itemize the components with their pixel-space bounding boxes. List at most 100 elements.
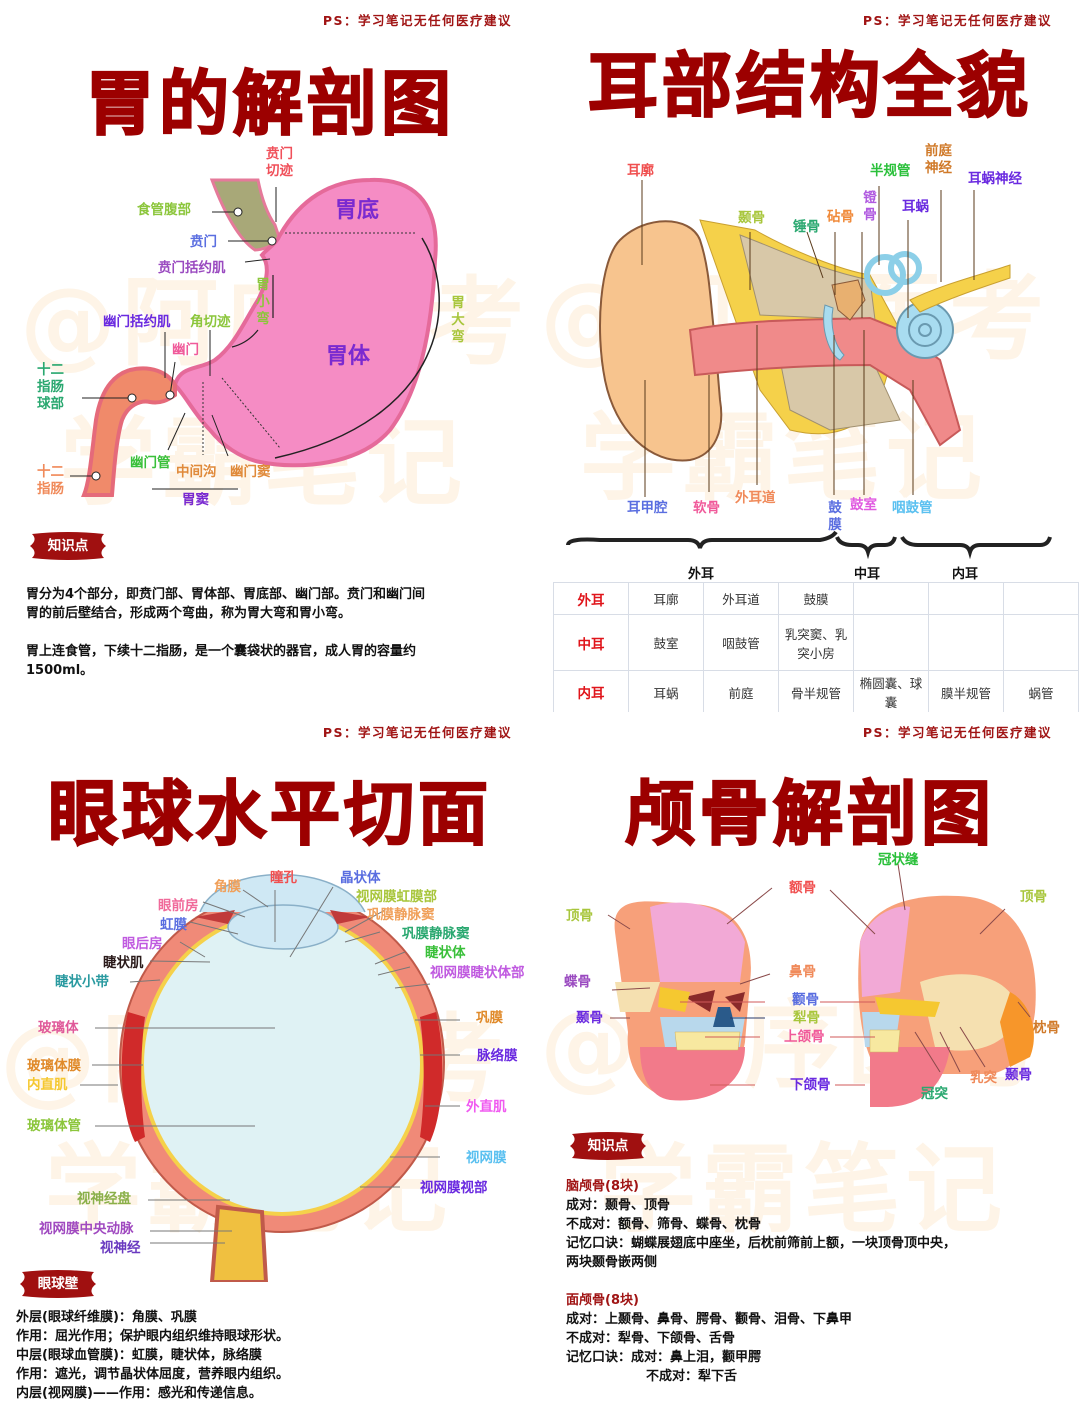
label-anterior-chamber: 眼前房	[158, 898, 199, 914]
table-row-head: 中耳	[553, 614, 629, 671]
label-intermediate-sulcus: 中间沟	[176, 464, 217, 480]
label-cardiac-notch: 贲门切迹	[266, 146, 293, 179]
label-zonule: 睫状小带	[55, 974, 109, 990]
table-row: 中耳 鼓室 咽鼓管 乳突窦、乳突小房	[553, 614, 1079, 671]
table-cell	[1003, 614, 1079, 671]
table-row: 内耳 耳蜗 前庭 骨半规管 椭圆囊、球囊 膜半规管 蜗管	[553, 670, 1079, 712]
eye-notes: 外层(眼球纤维膜)：角膜、巩膜 作用：屈光作用；保护眼内组织维持眼球形状。 中层…	[16, 1310, 290, 1401]
label-fundus: 胃底	[335, 198, 380, 223]
page-title: 眼球水平切面	[47, 772, 492, 856]
disclaimer: PS：学习笔记无任何医疗建议	[862, 13, 1052, 28]
label-occipital: 枕骨	[1033, 1020, 1060, 1036]
label-pupil: 瞳孔	[270, 870, 297, 886]
label-temporal-left: 颞骨	[576, 1010, 603, 1026]
stomach-diagram	[70, 177, 440, 497]
label-posterior-chamber: 眼后房	[122, 936, 163, 952]
label-choroid: 脉络膜	[477, 1048, 518, 1064]
label-concha: 耳甲腔	[627, 500, 668, 516]
table-cell	[928, 614, 1004, 671]
knowledge-badge: 知识点	[26, 532, 110, 560]
label-malleus: 锤骨	[793, 219, 820, 235]
label-angular-incisure: 角切迹	[190, 314, 231, 330]
disclaimer: PS：学习笔记无任何医疗建议	[862, 725, 1052, 740]
table-cell: 蜗管	[1003, 670, 1079, 712]
label-parietal-right: 顶骨	[1020, 889, 1047, 905]
label-cochlea: 耳蜗	[902, 199, 929, 215]
section-inner-ear: 内耳	[952, 567, 979, 582]
table-row-head: 外耳	[553, 582, 629, 615]
disclaimer: PS：学习笔记无任何医疗建议	[322, 13, 512, 28]
label-ciliary-retina: 视网膜睫状体部	[430, 965, 525, 981]
label-vitreous-membrane: 玻璃体膜	[27, 1058, 81, 1074]
label-scleral-sinus-2: 巩膜静脉窦	[402, 926, 470, 942]
label-cochlear-nerve: 耳蜗神经	[968, 171, 1022, 187]
table-cell	[928, 582, 1004, 615]
label-duodenum: 十二指肠	[37, 464, 64, 497]
label-mandible: 下颌骨	[790, 1077, 831, 1093]
label-incus: 砧骨	[827, 209, 854, 225]
disclaimer: PS：学习笔记无任何医疗建议	[322, 725, 512, 740]
table-cell: 骨半规管	[778, 670, 854, 712]
label-nasal: 鼻骨	[789, 964, 816, 980]
skull-notes: 脑颅骨(8块) 成对：颞骨、顶骨 不成对：额骨、筛骨、蝶骨、枕骨 记忆口诀：蝴蝶…	[566, 1179, 957, 1384]
section-outer-ear: 外耳	[688, 567, 715, 582]
table-row-head: 内耳	[553, 670, 629, 712]
page-title: 胃的解剖图	[84, 62, 455, 146]
eyeball-wall-badge: 眼球壁	[16, 1270, 100, 1298]
table-cell: 耳廓	[628, 582, 704, 615]
table-row: 外耳 耳廓 外耳道 鼓膜	[553, 582, 1079, 615]
ear-diagram	[566, 180, 1052, 560]
label-lateral-rectus: 外直肌	[466, 1099, 507, 1115]
eye-diagram	[80, 873, 460, 1282]
knowledge-badge: 知识点	[566, 1132, 650, 1160]
label-coronal-suture: 冠状缝	[878, 852, 919, 868]
label-external-canal: 外耳道	[735, 490, 776, 506]
table-cell: 鼓膜	[778, 582, 854, 615]
label-pyloric-canal: 幽门管	[130, 455, 171, 471]
label-stapes: 镫骨	[863, 190, 877, 223]
label-sphenoid: 蝶骨	[564, 974, 591, 990]
page-title: 耳部结构全貌	[587, 44, 1032, 128]
skull-panel: @阿序医考 学霸笔记 PS：学习笔记无任何医疗建议 颅骨解剖图	[540, 712, 1080, 1424]
label-pyloric-sphincter: 幽门括约肌	[103, 314, 171, 330]
table-cell	[853, 582, 929, 615]
table-cell: 耳蜗	[628, 670, 704, 712]
table-cell: 膜半规管	[928, 670, 1004, 712]
label-temporal-bone: 颞骨	[738, 210, 765, 226]
label-parietal-left: 顶骨	[566, 908, 593, 924]
label-auricle: 耳廓	[627, 163, 654, 179]
label-cornea: 角膜	[214, 879, 241, 895]
label-tympanic-membrane: 鼓膜	[828, 500, 842, 533]
table-cell: 鼓室	[628, 614, 704, 671]
label-duodenal-bulb: 十二指肠球部	[37, 362, 64, 412]
label-abdominal-esophagus: 食管腹部	[137, 202, 191, 218]
label-cardiac-sphincter: 贲门括约肌	[158, 260, 226, 276]
table-cell: 乳突窦、乳突小房	[778, 614, 854, 671]
label-greater-curvature: 胃大弯	[451, 295, 465, 345]
label-vomer: 犁骨	[793, 1010, 820, 1026]
label-body: 胃体	[326, 344, 371, 369]
label-iris: 虹膜	[160, 917, 187, 933]
label-retina: 视网膜	[466, 1150, 507, 1166]
table-cell	[853, 614, 929, 671]
table-cell: 前庭	[703, 670, 779, 712]
table-cell	[1003, 582, 1079, 615]
table-cell: 椭圆囊、球囊	[853, 670, 929, 712]
label-tympanic-cavity: 鼓室	[850, 497, 877, 513]
label-coronoid: 冠突	[921, 1086, 948, 1102]
label-cardia: 贲门	[190, 234, 217, 250]
skull-diagram	[607, 863, 1036, 1107]
label-eustachian-tube: 咽鼓管	[892, 500, 933, 516]
label-vestibular-nerve: 前庭神经	[925, 143, 952, 176]
label-zygomatic: 颧骨	[792, 992, 819, 1008]
label-mastoid: 乳突	[970, 1070, 997, 1086]
label-ciliary-muscle: 睫状肌	[103, 955, 144, 971]
section-middle-ear: 中耳	[854, 567, 881, 582]
label-pylorus: 幽门	[172, 342, 199, 358]
page-title: 颅骨解剖图	[624, 772, 995, 856]
label-optic-retina: 视网膜视部	[420, 1180, 488, 1196]
label-semicircular-canals: 半规管	[870, 163, 911, 179]
label-optic-disc: 视神经盘	[77, 1191, 131, 1207]
label-central-artery: 视网膜中央动脉	[39, 1221, 134, 1237]
eye-panel: @阿序医考 学霸笔记 PS：学习笔记无任何医疗建议 眼球水平切面	[0, 712, 540, 1424]
